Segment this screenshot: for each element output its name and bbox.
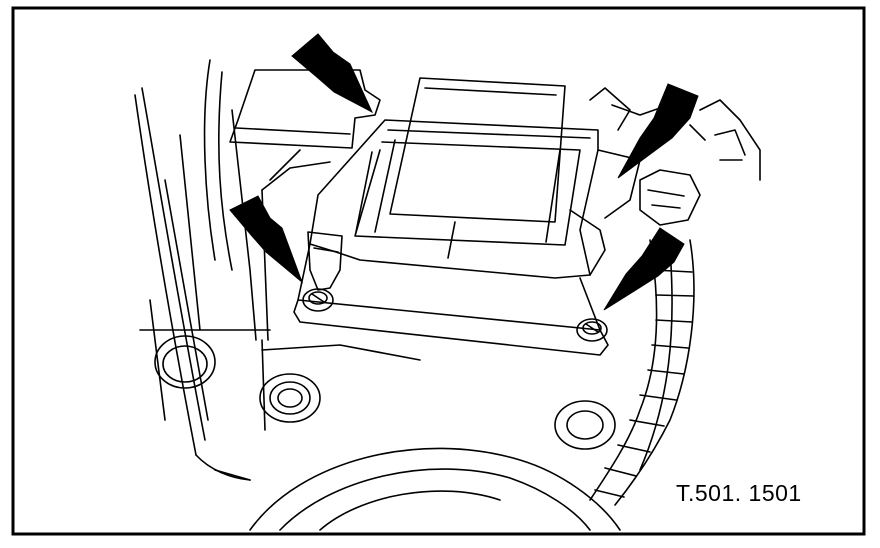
locator-arrow-icon (229, 33, 699, 311)
lower-housing (154, 335, 621, 531)
figure-frame (11, 6, 866, 536)
left-body-panel (134, 59, 257, 481)
connector (589, 87, 761, 226)
figure-reference-number: T.501. 1501 (676, 480, 802, 506)
control-unit (293, 77, 641, 356)
cover-plate (229, 69, 381, 149)
wiring-harness-icon (589, 239, 695, 506)
mounting-bolt-icon (302, 288, 608, 342)
